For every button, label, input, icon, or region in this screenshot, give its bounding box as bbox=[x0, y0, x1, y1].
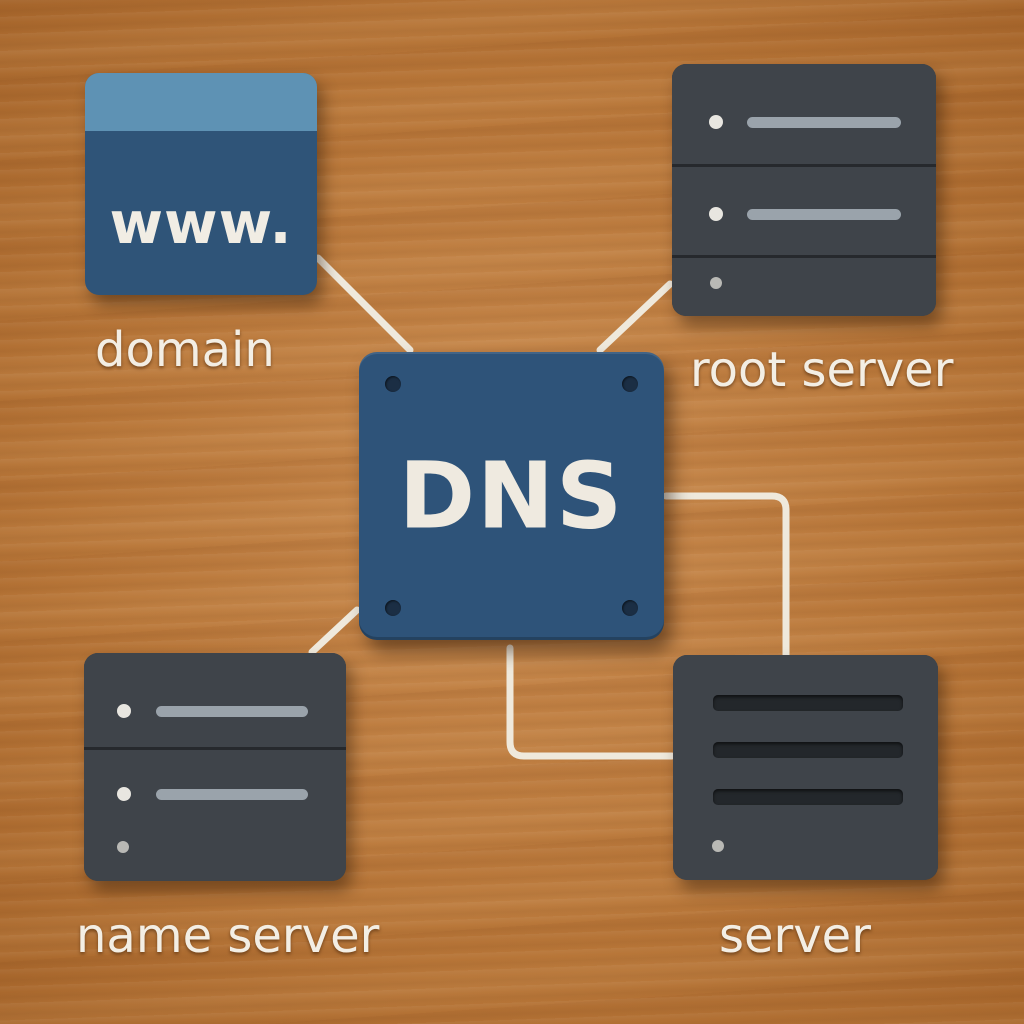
status-led-icon bbox=[117, 704, 131, 718]
edge-server-dns-bottom bbox=[506, 644, 676, 760]
domain-icon-cap bbox=[85, 73, 317, 131]
root-server-label: root server bbox=[690, 342, 954, 398]
domain-www-icon: www. bbox=[85, 73, 317, 295]
edge-name-server-dns bbox=[308, 606, 361, 656]
name-server-icon bbox=[84, 653, 346, 881]
status-led-icon bbox=[710, 277, 722, 289]
www-text: www. bbox=[109, 189, 293, 257]
server-label: server bbox=[719, 908, 871, 964]
server-unit bbox=[84, 750, 346, 881]
server-unit bbox=[673, 655, 938, 880]
status-led-icon bbox=[709, 207, 723, 221]
edge-domain-dns bbox=[314, 254, 414, 354]
server-bar bbox=[156, 789, 308, 800]
drive-slot bbox=[713, 789, 903, 805]
server-bar bbox=[747, 117, 901, 128]
screw-icon bbox=[385, 600, 401, 616]
screw-icon bbox=[385, 376, 401, 392]
dns-node: DNS bbox=[359, 352, 664, 640]
server-unit bbox=[672, 167, 936, 258]
drive-slot bbox=[713, 742, 903, 758]
name-server-label: name server bbox=[76, 908, 380, 964]
server-icon bbox=[673, 655, 938, 880]
server-bar bbox=[156, 706, 308, 717]
server-bar bbox=[747, 209, 901, 220]
drive-slot bbox=[713, 695, 903, 711]
dns-label: DNS bbox=[398, 442, 625, 550]
server-unit bbox=[672, 258, 936, 316]
status-led-icon bbox=[117, 787, 131, 801]
status-led-icon bbox=[709, 115, 723, 129]
domain-label: domain bbox=[95, 322, 275, 378]
edge-server-dns-right bbox=[662, 492, 790, 659]
screw-icon bbox=[622, 376, 638, 392]
status-led-icon bbox=[712, 840, 724, 852]
server-unit bbox=[84, 653, 346, 750]
screw-icon bbox=[622, 600, 638, 616]
server-unit bbox=[672, 64, 936, 167]
status-led-icon bbox=[117, 841, 129, 853]
edge-root-dns bbox=[596, 280, 674, 354]
root-server-icon bbox=[672, 64, 936, 316]
